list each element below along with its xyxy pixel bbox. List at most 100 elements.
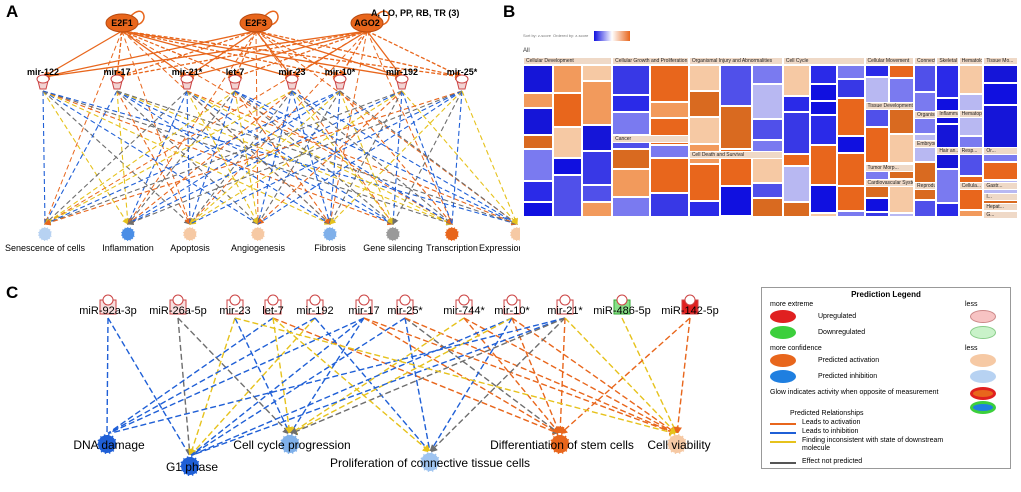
node-ago2[interactable]: AGO2 [350, 13, 384, 33]
node-mir-21[interactable]: mir-21* [547, 294, 583, 317]
treemap-subcategory-g[interactable]: G... [983, 210, 1018, 219]
treemap-tile[interactable] [612, 169, 651, 197]
treemap-tile[interactable] [612, 95, 651, 112]
treemap-subcategory-i[interactable]: I... [983, 193, 1018, 201]
treemap-tile[interactable] [650, 193, 689, 217]
treemap-tile[interactable] [523, 149, 553, 181]
node-mir-122[interactable]: mir-122 [27, 67, 59, 90]
treemap-subcategory-cancer[interactable]: Cancer [612, 135, 689, 144]
treemap-tile[interactable] [688, 117, 721, 144]
heatmap-toolbar-order[interactable]: Ordered by: z-score [553, 33, 589, 38]
treemap-tile[interactable] [523, 135, 553, 149]
node-mir-10[interactable]: mir-10* [325, 67, 356, 90]
treemap-tile[interactable] [720, 186, 752, 216]
function-inflammation[interactable]: Inflammation [102, 226, 154, 253]
treemap-category-connective[interactable]: Connective ... [914, 57, 937, 65]
treemap-tile[interactable] [983, 105, 1018, 149]
treemap-tile[interactable] [720, 216, 752, 218]
function-fibrosis[interactable]: Fibrosis [314, 226, 346, 253]
treemap-category-organismal-injury-and-abnormalities[interactable]: Organismal Injury and Abnormalities [688, 57, 783, 65]
treemap-tile[interactable] [810, 115, 838, 145]
treemap-tile[interactable] [782, 96, 811, 112]
treemap-tile[interactable] [688, 164, 721, 201]
treemap-tile[interactable] [864, 77, 890, 104]
treemap-category-hematolog[interactable]: Hematolog... [958, 57, 984, 65]
treemap-tile[interactable] [914, 200, 937, 217]
treemap-tile[interactable] [810, 101, 838, 115]
treemap-tile[interactable] [751, 198, 783, 217]
treemap-tile[interactable] [864, 127, 890, 163]
node-mir-23[interactable]: mir-23 [278, 67, 306, 90]
treemap-subcategory-cell-death-and-survival[interactable]: Cell Death and Survival [688, 151, 783, 160]
function-differentiation-of-stem-cells[interactable]: Differentiation of stem cells [490, 433, 634, 455]
treemap-tile[interactable] [612, 112, 651, 135]
treemap-tile[interactable] [936, 124, 959, 169]
function-dna-damage[interactable]: DNA damage [73, 433, 145, 455]
treemap-tile[interactable] [810, 65, 838, 84]
treemap-tile[interactable] [720, 106, 752, 149]
treemap-tile[interactable] [552, 175, 583, 217]
node-mir-21[interactable]: mir-21* [172, 67, 203, 90]
treemap-tile[interactable] [810, 185, 838, 213]
node-mir-92a-3p[interactable]: miR-92a-3p [79, 294, 137, 317]
treemap-subcategory-reproductiv[interactable]: Reproductiv... [914, 181, 937, 190]
treemap-tile[interactable] [936, 169, 959, 203]
node-let-7[interactable]: let-7 [226, 67, 245, 90]
function-g1-phase[interactable]: G1 phase [166, 455, 218, 477]
node-mir-192[interactable]: mir-192 [386, 67, 418, 90]
treemap-subcategory-hematop[interactable]: Hematop... [958, 109, 984, 118]
treemap-subcategory-tumor-morp[interactable]: Tumor Morp... [864, 164, 915, 173]
node-mir-192[interactable]: mir-192 [296, 294, 334, 317]
treemap-subcategory-embryonic[interactable]: Embryonic ... [914, 140, 937, 149]
treemap-tile[interactable] [523, 181, 553, 202]
node-mir-744[interactable]: mir-744* [443, 294, 485, 317]
treemap-tile[interactable] [889, 134, 915, 163]
treemap-subcategory-or[interactable]: Or... [983, 146, 1018, 155]
treemap-subcategory-inflamma[interactable]: Inflamma... [936, 109, 959, 118]
function-proliferation-of-connective-tissue-cells[interactable]: Proliferation of connective tissue cells [330, 451, 530, 473]
treemap-tile[interactable] [958, 65, 984, 94]
treemap-tile[interactable] [782, 154, 811, 166]
treemap-tile[interactable] [837, 79, 865, 98]
treemap-category-cell-cycle[interactable]: Cell Cycle [782, 57, 865, 65]
node-mir-23[interactable]: mir-23 [219, 294, 251, 317]
function-transcription[interactable]: Transcription [426, 226, 478, 253]
treemap-tile[interactable] [837, 211, 865, 217]
treemap-tile[interactable] [650, 65, 689, 102]
treemap-category-cellular-growth-and-proliferation[interactable]: Cellular Growth and Proliferation [612, 57, 689, 65]
treemap-tile[interactable] [810, 145, 838, 185]
treemap-tile[interactable] [889, 78, 915, 104]
treemap-tile[interactable] [582, 125, 613, 151]
treemap-tile[interactable] [936, 203, 959, 217]
treemap-tile[interactable] [552, 127, 583, 158]
treemap-tile[interactable] [936, 65, 959, 98]
treemap-tile[interactable] [782, 65, 811, 96]
treemap-tile[interactable] [751, 183, 783, 198]
treemap-tile[interactable] [810, 213, 838, 217]
function-senescence-of-cells[interactable]: Senescence of cells [5, 226, 86, 253]
treemap-category-cellular-development[interactable]: Cellular Development [523, 57, 613, 65]
treemap-subcategory-tissue-development[interactable]: Tissue Development [864, 101, 915, 110]
node-mir-26a-5p[interactable]: miR-26a-5p [149, 294, 207, 317]
treemap-subcategory-cellula[interactable]: Cellula... [958, 181, 984, 190]
function-cell-cycle-progression[interactable]: Cell cycle progression [233, 433, 351, 455]
function-apoptosis[interactable]: Apoptosis [170, 226, 210, 253]
treemap-tile[interactable] [864, 212, 890, 217]
treemap-tile[interactable] [688, 91, 721, 117]
treemap-subcategory-hepat[interactable]: Hepat... [983, 202, 1018, 211]
treemap-subcategory-cardiovascular-syste[interactable]: Cardiovascular Syste... [864, 178, 915, 187]
treemap-tile[interactable] [612, 65, 651, 95]
treemap-tile[interactable] [688, 65, 721, 91]
treemap-subcategory-hair-an[interactable]: Hair an... [936, 146, 959, 155]
treemap-tile[interactable] [864, 65, 890, 77]
treemap-tile[interactable] [612, 149, 651, 169]
treemap-tile[interactable] [837, 186, 865, 211]
treemap-tile[interactable] [523, 93, 553, 108]
function-angiogenesis[interactable]: Angiogenesis [231, 226, 286, 253]
treemap-tile[interactable] [720, 65, 752, 106]
treemap-tile[interactable] [782, 202, 811, 217]
treemap-tile[interactable] [523, 202, 553, 217]
heatmap-toolbar-sort[interactable]: Sort by: z-score [523, 33, 552, 38]
treemap-tile[interactable] [837, 98, 865, 136]
